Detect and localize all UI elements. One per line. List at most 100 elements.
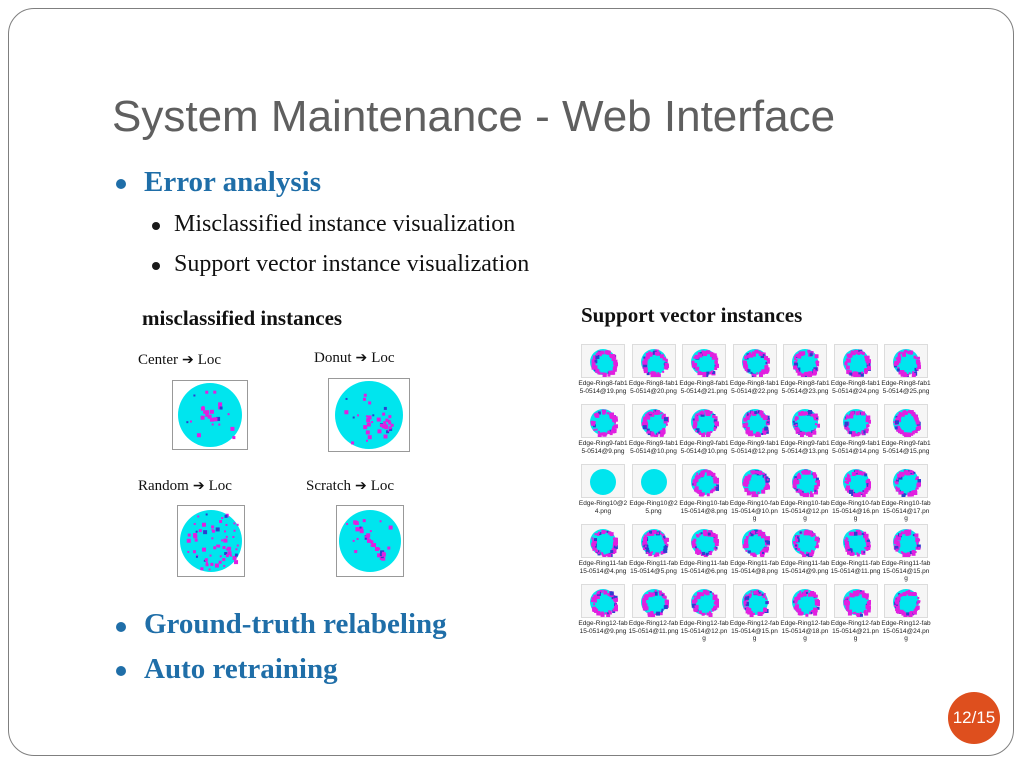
thumbnail-filename: Edge-Ring8-fab15-0514@24.png xyxy=(830,380,881,395)
arrow-right-icon: ➔ xyxy=(354,479,367,494)
support-vector-thumbnail[interactable]: Edge-Ring12-fab15-0514@24.png xyxy=(881,584,931,642)
wafer-map-image xyxy=(581,584,625,618)
thumbnail-filename: Edge-Ring8-fab15-0514@20.png xyxy=(628,380,679,395)
bullet-error-analysis: Error analysis xyxy=(144,166,321,198)
wafer-map-image xyxy=(631,464,676,498)
label-center-loc: Center➔Loc xyxy=(138,352,221,369)
support-vector-thumbnail[interactable]: Edge-Ring8-fab15-0514@23.png xyxy=(780,344,830,402)
support-vector-thumbnail[interactable]: Edge-Ring9-fab15-0514@14.png xyxy=(831,404,881,462)
wafer-map-image xyxy=(783,344,827,378)
wafer-map-image xyxy=(833,404,878,438)
support-vector-thumbnail[interactable]: Edge-Ring10-fab15-0514@10.png xyxy=(730,464,780,522)
thumbnail-filename: Edge-Ring11-fab15-0514@8.png xyxy=(730,560,779,575)
thumbnail-filename: Edge-Ring10-fab15-0514@17.png xyxy=(881,500,931,522)
bullet-dot xyxy=(116,666,126,676)
sub-bullet-dot xyxy=(152,262,160,270)
label-random-loc: Random➔Loc xyxy=(138,478,232,495)
thumbnail-filename: Edge-Ring8-fab15-0514@22.png xyxy=(729,380,780,395)
support-vector-thumbnail[interactable]: Edge-Ring8-fab15-0514@20.png xyxy=(629,344,679,402)
support-vector-thumbnail[interactable]: Edge-Ring10-fab15-0514@12.png xyxy=(780,464,830,522)
thumbnail-filename: Edge-Ring12-fab15-0514@18.png xyxy=(780,620,830,642)
support-vector-thumbnail[interactable]: Edge-Ring12-fab15-0514@18.png xyxy=(780,584,830,642)
wafer-map-image xyxy=(833,584,878,618)
support-vector-thumbnail[interactable]: Edge-Ring10-fab15-0514@17.png xyxy=(881,464,931,522)
support-vector-thumbnail[interactable]: Edge-Ring9-fab15-0514@12.png xyxy=(730,404,780,462)
wafer-map-image xyxy=(682,524,726,558)
support-vector-thumbnail[interactable]: Edge-Ring8-fab15-0514@25.png xyxy=(881,344,931,402)
from-class: Donut xyxy=(314,350,352,366)
support-vector-thumbnail[interactable]: Edge-Ring9-fab15-0514@10.png xyxy=(679,404,729,462)
wafer-map-image xyxy=(682,344,726,378)
page-number-badge: 12/15 xyxy=(948,692,1000,744)
support-vector-thumbnail[interactable]: Edge-Ring12-fab15-0514@11.png xyxy=(629,584,679,642)
from-class: Random xyxy=(138,478,189,494)
bullet-dot xyxy=(116,179,126,189)
thumbnail-filename: Edge-Ring8-fab15-0514@19.png xyxy=(578,380,628,395)
support-vector-thumbnail[interactable]: Edge-Ring8-fab15-0514@19.png xyxy=(578,344,628,402)
support-vector-thumbnail[interactable]: Edge-Ring8-fab15-0514@24.png xyxy=(831,344,881,402)
to-class: Loc xyxy=(197,352,222,368)
support-vector-thumbnail[interactable]: Edge-Ring10@25.png xyxy=(629,464,679,522)
wafer-map-image xyxy=(581,344,625,378)
support-vector-thumbnail[interactable]: Edge-Ring11-fab15-0514@11.png xyxy=(831,524,881,582)
wafer-map-image xyxy=(631,584,676,618)
wafer-map-image xyxy=(783,524,827,558)
support-vector-thumbnail[interactable]: Edge-Ring11-fab15-0514@4.png xyxy=(578,524,628,582)
support-vector-thumbnail[interactable]: Edge-Ring12-fab15-0514@9.png xyxy=(578,584,628,642)
thumbnail-filename: Edge-Ring11-fab15-0514@4.png xyxy=(578,560,628,575)
wafer-map-image xyxy=(682,464,726,498)
thumbnail-filename: Edge-Ring8-fab15-0514@25.png xyxy=(881,380,931,395)
thumbnail-filename: Edge-Ring11-fab15-0514@15.png xyxy=(881,560,931,582)
support-vector-thumbnail[interactable]: Edge-Ring9-fab15-0514@9.png xyxy=(578,404,628,462)
wafer-map-donut xyxy=(328,378,410,452)
thumbnail-filename: Edge-Ring11-fab15-0514@5.png xyxy=(629,560,678,575)
support-vector-thumbnail[interactable]: Edge-Ring11-fab15-0514@8.png xyxy=(730,524,780,582)
wafer-map-image xyxy=(631,344,676,378)
wafer-map-image xyxy=(682,404,726,438)
from-class: Center xyxy=(138,352,178,368)
thumbnail-filename: Edge-Ring12-fab15-0514@11.png xyxy=(628,620,679,635)
support-vector-thumbnail[interactable]: Edge-Ring11-fab15-0514@6.png xyxy=(679,524,729,582)
support-vector-thumbnail[interactable]: Edge-Ring10@24.png xyxy=(578,464,628,522)
support-vector-thumbnail[interactable]: Edge-Ring11-fab15-0514@5.png xyxy=(629,524,679,582)
sub-bullet-misclassified: Misclassified instance visualization xyxy=(174,211,516,237)
wafer-map-random xyxy=(177,505,245,577)
thumbnail-filename: Edge-Ring11-fab15-0514@11.png xyxy=(830,560,881,575)
support-vector-thumbnail[interactable]: Edge-Ring9-fab15-0514@15.png xyxy=(881,404,931,462)
support-vector-thumbnail[interactable]: Edge-Ring8-fab15-0514@22.png xyxy=(730,344,780,402)
wafer-map-image xyxy=(884,344,928,378)
support-vector-thumbnail[interactable]: Edge-Ring8-fab15-0514@21.png xyxy=(679,344,729,402)
thumbnail-filename: Edge-Ring12-fab15-0514@24.png xyxy=(881,620,931,642)
thumbnail-filename: Edge-Ring9-fab15-0514@12.png xyxy=(729,440,780,455)
support-vector-thumbnail[interactable]: Edge-Ring12-fab15-0514@12.png xyxy=(679,584,729,642)
wafer-map-image xyxy=(732,524,777,558)
support-vector-thumbnail[interactable]: Edge-Ring12-fab15-0514@15.png xyxy=(730,584,780,642)
arrow-right-icon: ➔ xyxy=(181,353,194,368)
wafer-map-image xyxy=(581,404,625,438)
wafer-map-image xyxy=(884,464,928,498)
support-vector-thumbnail[interactable]: Edge-Ring12-fab15-0514@21.png xyxy=(831,584,881,642)
support-vector-thumbnail[interactable]: Edge-Ring9-fab15-0514@13.png xyxy=(780,404,830,462)
thumbnail-filename: Edge-Ring10@25.png xyxy=(629,500,678,515)
thumbnail-filename: Edge-Ring10-fab15-0514@16.png xyxy=(830,500,881,522)
support-vector-thumbnail[interactable]: Edge-Ring10-fab15-0514@8.png xyxy=(679,464,729,522)
misclassified-caption: misclassified instances xyxy=(142,306,343,330)
label-donut-loc: Donut➔Loc xyxy=(314,350,395,367)
wafer-map-image xyxy=(833,344,878,378)
support-vector-thumbnail[interactable]: Edge-Ring10-fab15-0514@16.png xyxy=(831,464,881,522)
thumbnail-filename: Edge-Ring12-fab15-0514@15.png xyxy=(729,620,780,642)
wafer-map-image xyxy=(581,524,625,558)
thumbnail-filename: Edge-Ring9-fab15-0514@10.png xyxy=(679,440,729,455)
support-vector-thumbnail[interactable]: Edge-Ring11-fab15-0514@9.png xyxy=(780,524,830,582)
support-vector-thumbnail[interactable]: Edge-Ring9-fab15-0514@10.png xyxy=(629,404,679,462)
arrow-right-icon: ➔ xyxy=(192,479,205,494)
to-class: Loc xyxy=(208,478,232,494)
thumbnail-filename: Edge-Ring12-fab15-0514@21.png xyxy=(830,620,881,642)
support-vector-thumbnail[interactable]: Edge-Ring11-fab15-0514@15.png xyxy=(881,524,931,582)
wafer-map-image xyxy=(581,464,625,498)
thumbnail-filename: Edge-Ring8-fab15-0514@23.png xyxy=(780,380,830,395)
wafer-map-scratch xyxy=(336,505,404,577)
wafer-map-image xyxy=(783,464,827,498)
sub-bullet-dot xyxy=(152,222,160,230)
